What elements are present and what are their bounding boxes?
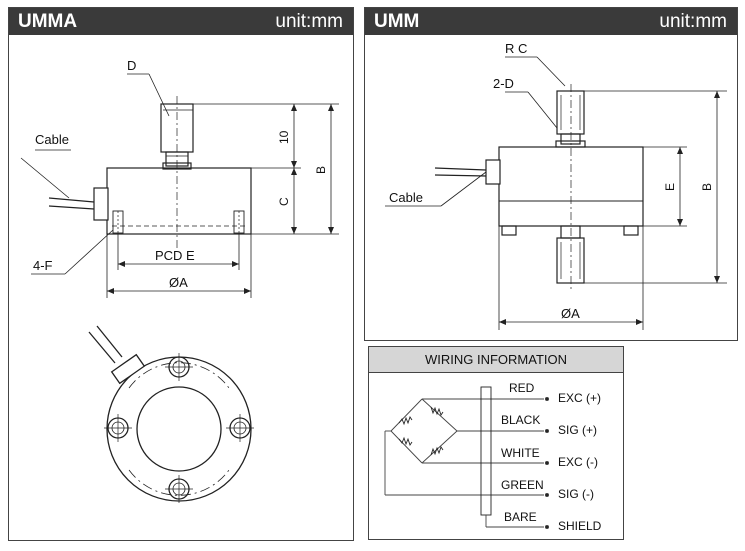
umm-label-2d: 2-D	[493, 76, 514, 91]
umma-label-c: C	[277, 197, 291, 206]
umma-label-d: D	[127, 58, 136, 73]
umm-dimensions	[385, 56, 727, 330]
umm-bottom-stud	[556, 225, 585, 284]
umm-label-rc: R C	[505, 41, 527, 56]
umm-arrowheads	[499, 91, 720, 325]
umm-label-b: B	[700, 183, 714, 191]
umma-label-b: B	[314, 166, 328, 174]
umm-unit: unit:mm	[659, 11, 727, 32]
wire-signal-sig-minus: SIG (-)	[558, 487, 594, 501]
umma-drawing: D Cable 10 C B PCD E 4-F ØA	[20, 58, 339, 503]
umma-label-10: 10	[277, 130, 291, 144]
wiring-title: WIRING INFORMATION	[369, 347, 623, 373]
umma-title: UMMA	[18, 11, 78, 32]
umma-body	[106, 167, 252, 235]
wire-color-red: RED	[509, 381, 535, 395]
wiring-panel: WIRING INFORMATION	[368, 346, 624, 540]
umma-label-4f: 4-F	[33, 258, 53, 273]
umma-dimensions	[20, 73, 339, 298]
umm-label-cable: Cable	[389, 190, 423, 205]
umm-drawing: R C 2-D Cable E B ØA	[385, 41, 727, 330]
umma-header: UMMA unit:mm	[9, 8, 353, 35]
umm-top-stud	[555, 90, 586, 148]
umma-unit: unit:mm	[275, 11, 343, 32]
bridge-circuit	[384, 386, 550, 530]
wiring-labels: RED EXC (+) BLACK SIG (+) WHITE EXC (-) …	[501, 381, 602, 533]
wire-signal-shield: SHIELD	[558, 519, 602, 533]
umm-panel: UMM unit:mm	[364, 7, 738, 341]
umma-panel: UMMA unit:mm	[8, 7, 354, 541]
umm-header: UMM unit:mm	[365, 8, 737, 35]
wire-color-green: GREEN	[501, 478, 544, 492]
wire-color-bare: BARE	[504, 510, 537, 524]
wire-signal-exc-plus: EXC (+)	[558, 391, 601, 405]
umm-cable	[434, 159, 501, 185]
umm-label-a: ØA	[561, 306, 580, 321]
umma-label-pcd: PCD E	[155, 248, 195, 263]
wire-signal-exc-minus: EXC (-)	[558, 455, 598, 469]
umma-cable	[48, 187, 109, 221]
wire-color-black: BLACK	[501, 413, 540, 427]
wiring-diagram: RED EXC (+) BLACK SIG (+) WHITE EXC (-) …	[384, 381, 602, 533]
umma-arrowheads	[107, 104, 334, 294]
umma-top-view	[88, 325, 254, 503]
umma-label-a: ØA	[169, 275, 188, 290]
wire-signal-sig-plus: SIG (+)	[558, 423, 597, 437]
umma-label-cable: Cable	[35, 132, 69, 147]
wire-color-white: WHITE	[501, 446, 540, 460]
umm-label-e: E	[663, 183, 677, 191]
umm-title: UMM	[374, 11, 420, 32]
